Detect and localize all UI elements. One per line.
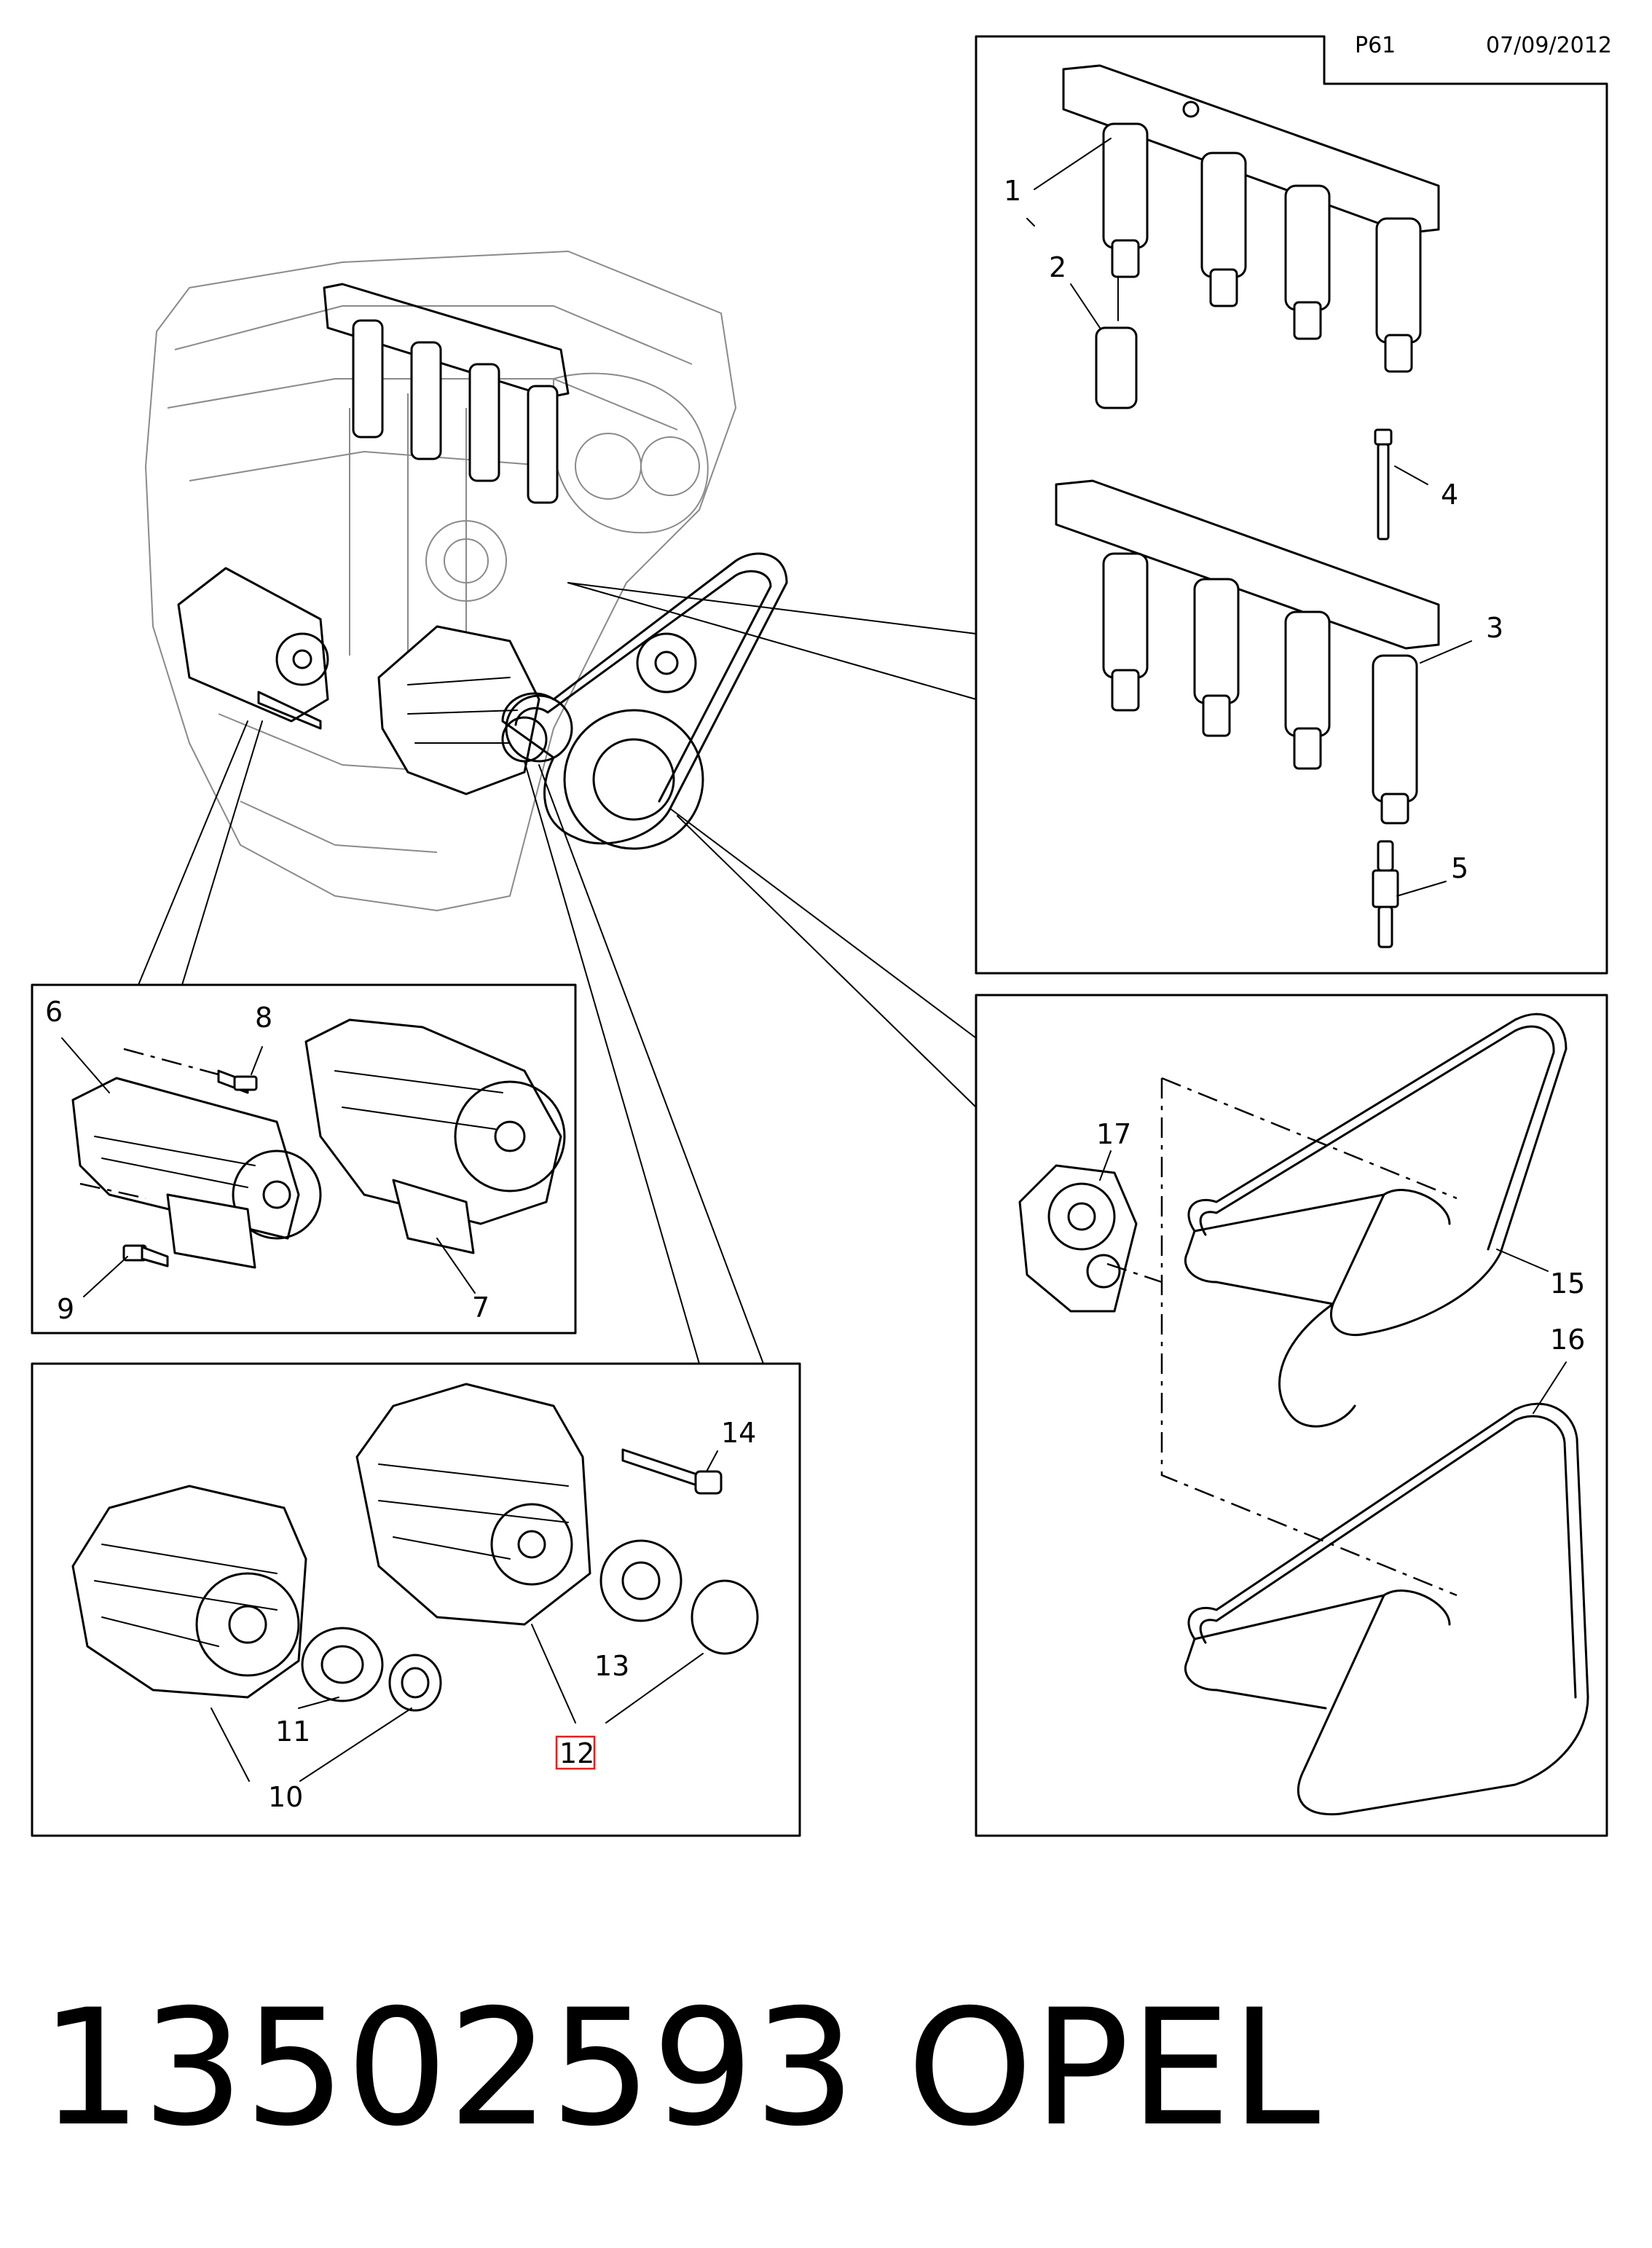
belt-tensioner xyxy=(1018,1164,1138,1313)
starter-bolt-8 xyxy=(217,1069,258,1094)
callout-16: 16 xyxy=(1550,1324,1585,1356)
callout-14: 14 xyxy=(721,1417,756,1449)
coil-bolt xyxy=(1374,428,1393,541)
callout-15: 15 xyxy=(1550,1268,1585,1300)
panel-alternator: 10 11 12 13 14 xyxy=(31,1362,801,1837)
belt-drive-on-engine xyxy=(501,552,788,850)
starter-motor-6 xyxy=(71,1077,322,1269)
starter-motor-7 xyxy=(304,1018,566,1254)
alternator-on-engine xyxy=(377,625,548,795)
pulley-11 xyxy=(301,1627,442,1712)
starter-bolt-9 xyxy=(122,1244,169,1268)
callout-17: 17 xyxy=(1096,1118,1131,1150)
callout-1: 1 xyxy=(1004,175,1021,207)
callout-7: 7 xyxy=(472,1292,489,1324)
pulley-13 xyxy=(599,1539,759,1655)
callout-8: 8 xyxy=(255,1002,272,1034)
ignition-coil-lower xyxy=(1055,479,1440,825)
callout-13: 13 xyxy=(594,1650,629,1682)
page-ref: P61 xyxy=(1355,33,1396,58)
alternator-bolt-14 xyxy=(621,1448,723,1495)
callout-12: 12 xyxy=(559,1737,594,1769)
callout-3: 3 xyxy=(1486,612,1503,644)
panel-belts: 17 15 16 xyxy=(975,994,1608,1837)
panel-starter: 6 7 8 9 xyxy=(31,983,577,1335)
part-number: 13502593 xyxy=(40,1975,856,2161)
callout-5: 5 xyxy=(1451,852,1468,884)
alternator-12 xyxy=(355,1383,591,1626)
drive-belt-16 xyxy=(1184,1402,1589,1816)
starter-on-engine xyxy=(177,567,329,730)
ignition-coil-upper xyxy=(1062,64,1440,373)
brand-name: OPEL xyxy=(907,1975,1320,2161)
panel-ignition: P61 07/09/2012 xyxy=(975,33,1612,975)
drive-belt-15 xyxy=(1184,1013,1568,1428)
callout-2: 2 xyxy=(1049,251,1066,283)
callout-4: 4 xyxy=(1441,479,1458,511)
spark-plug xyxy=(1372,840,1399,948)
callout-11: 11 xyxy=(275,1716,310,1748)
alternator-10 xyxy=(71,1485,307,1699)
connector-lines xyxy=(138,582,977,1364)
engine-overview-illustration xyxy=(145,251,788,911)
callout-10: 10 xyxy=(268,1781,303,1813)
callout-6: 6 xyxy=(45,996,63,1028)
spark-plug-boot xyxy=(1095,326,1138,409)
callout-9: 9 xyxy=(57,1293,74,1325)
revision-date: 07/09/2012 xyxy=(1486,33,1612,58)
callout-12-highlight xyxy=(555,1735,596,1770)
